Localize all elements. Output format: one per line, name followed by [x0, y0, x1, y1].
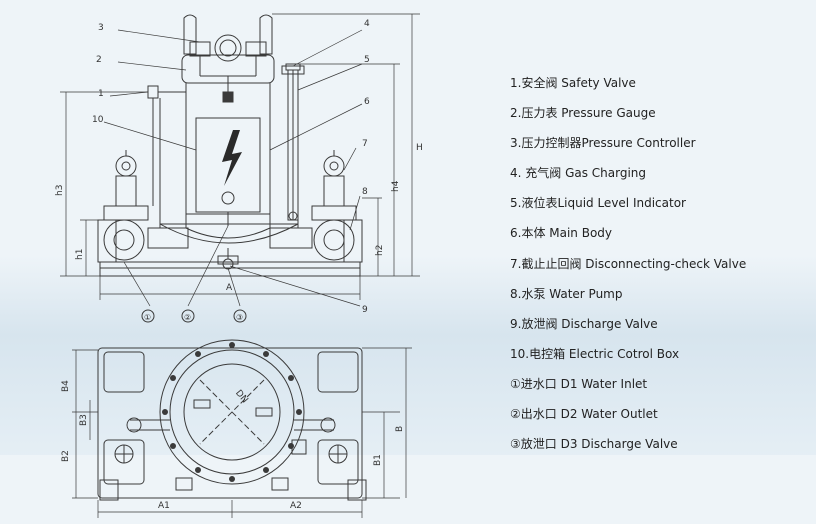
legend-item-discharge-valve: 9.放泄阀 Discharge Valve: [510, 316, 658, 331]
legend-item-check-valve: 7.截止止回阀 Disconnecting-check Valve: [510, 256, 747, 271]
front-view: [60, 13, 420, 323]
tank-flange: [159, 339, 305, 485]
legend-item-gas-charging: 4. 充气阀 Gas Charging: [510, 166, 647, 181]
dim-B: B: [395, 426, 405, 432]
callout-5: 5: [364, 55, 370, 65]
dim-A1: A1: [158, 501, 170, 511]
legend-item-discharge-outlet: ③放泄口 D3 Discharge Valve: [510, 437, 678, 452]
callout-7: 7: [362, 139, 368, 149]
callout-circle-1: ①: [144, 313, 151, 322]
callout-1: 1: [98, 89, 104, 99]
safety-valve: [147, 85, 159, 99]
right-water-pump: [313, 219, 355, 261]
check-valve: [323, 155, 345, 177]
callout-10: 10: [92, 115, 104, 125]
right-pump-assembly: [269, 150, 363, 263]
legend-item-electric-control-box: 10.电控箱 Electric Cotrol Box: [510, 346, 680, 361]
callout-9: 9: [362, 305, 368, 315]
main-body: [159, 54, 299, 244]
legend-item-water-inlet: ①进水口 D1 Water Inlet: [510, 376, 648, 391]
dim-B4: B4: [61, 380, 71, 392]
dim-A2: A2: [290, 501, 302, 511]
dim-h1: h1: [75, 249, 85, 260]
legend-item-pressure-controller: 3.压力控制器Pressure Controller: [510, 136, 696, 151]
callout-3: 3: [98, 23, 104, 33]
top-view: [72, 339, 412, 518]
callout-8: 8: [362, 187, 368, 197]
lightning-icon: [222, 130, 242, 186]
left-pump-assembly: [97, 150, 189, 263]
callout-circle-3: ③: [236, 313, 243, 322]
dim-B2: B2: [61, 450, 71, 462]
electric-control-box: [195, 117, 261, 213]
legend-item-main-body: 6.本体 Main Body: [510, 226, 613, 241]
legend-item-liquid-level-indicator: 5.液位表Liquid Level Indicator: [510, 196, 686, 211]
dim-H: H: [416, 143, 423, 153]
legend-item-pressure-gauge: 2.压力表 Pressure Gauge: [510, 106, 656, 121]
dim-h2: h2: [375, 245, 385, 256]
background-band: [0, 255, 816, 455]
dim-DN: DN: [233, 388, 249, 405]
legend-item-water-outlet: ②出水口 D2 Water Outlet: [510, 407, 658, 422]
pressure-gauge: [214, 34, 242, 62]
callout-4: 4: [364, 19, 370, 29]
left-water-pump: [103, 219, 145, 261]
callout-6: 6: [364, 97, 370, 107]
dim-B3: B3: [79, 414, 89, 426]
dim-h4: h4: [391, 180, 401, 192]
top-frame: [97, 347, 363, 499]
dim-B1: B1: [373, 454, 383, 466]
legend-item-water-pump: 8.水泵 Water Pump: [510, 286, 623, 301]
gas-charging-valve: [285, 63, 301, 71]
legend-list: 1.安全阀 Safety Valve 2.压力表 Pressure Gauge …: [510, 70, 810, 461]
callout-circle-2: ②: [184, 313, 191, 322]
legend-item-safety-valve: 1.安全阀 Safety Valve: [510, 76, 636, 90]
callout-2: 2: [96, 55, 102, 65]
dim-A: A: [226, 283, 233, 293]
dim-h3: h3: [55, 185, 65, 196]
base-frame: [99, 261, 361, 277]
